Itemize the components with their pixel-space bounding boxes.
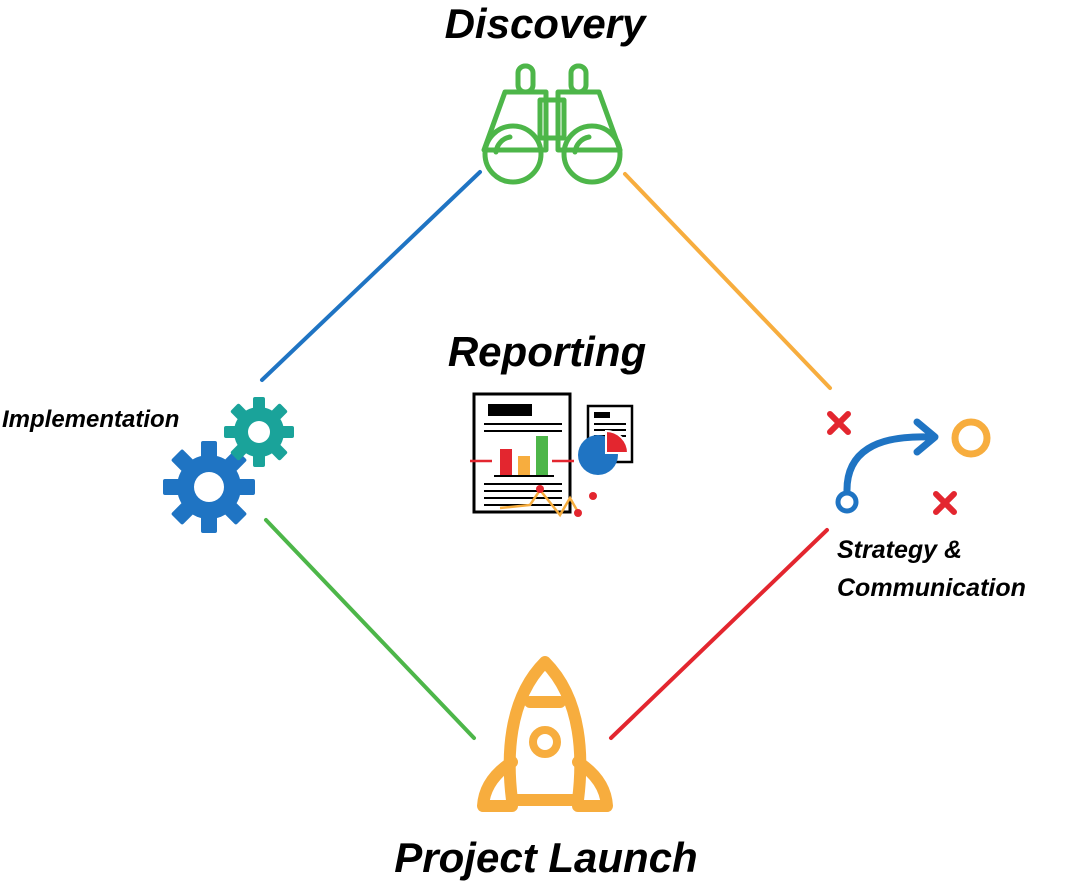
connector-discovery-implementation [260,170,482,382]
implementation-label: Implementation [2,406,179,433]
report-chart-icon [470,392,634,518]
strategy-label-line2: Communication [837,574,1026,602]
strategy-play-icon [827,411,991,515]
connector-discovery-strategy [623,172,832,390]
connector-implementation-launch [264,518,476,740]
discovery-label: Discovery [445,0,648,47]
binoculars-icon [481,63,623,185]
project-launch-label: Project Launch [394,834,697,881]
reporting-label: Reporting [448,328,646,375]
rocket-icon [477,656,613,812]
strategy-label-line1: Strategy & [837,536,962,564]
connector-strategy-launch [609,528,829,740]
gears-icon [163,397,294,533]
